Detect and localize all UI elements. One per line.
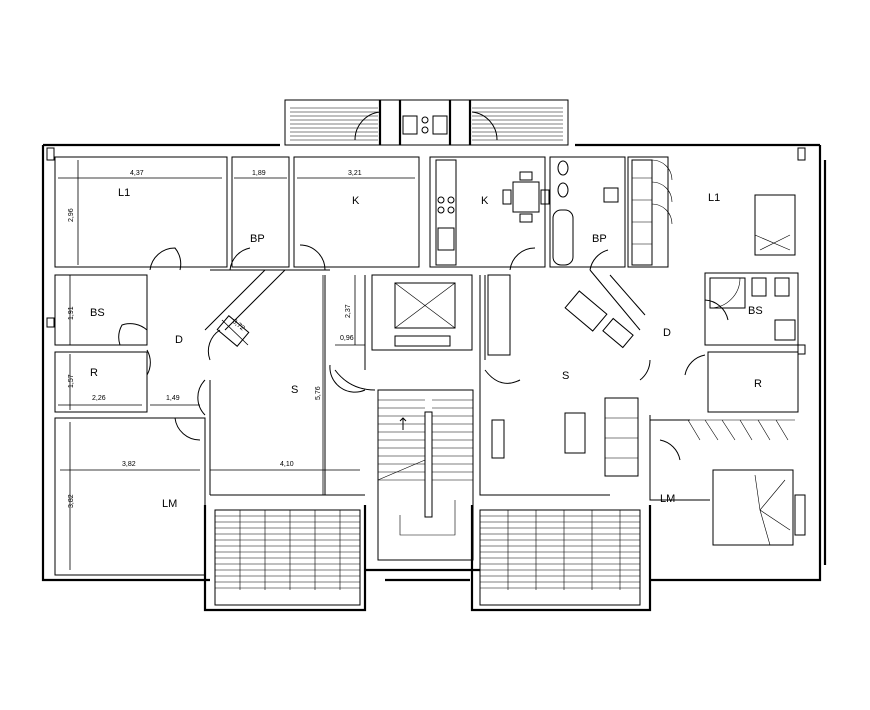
- room-label-r-left: R: [90, 367, 98, 379]
- room-label-l1-left: L1: [118, 187, 130, 199]
- interior-walls-left: [54, 156, 420, 576]
- interior-walls-right: [429, 156, 806, 546]
- dim-label-s-height: 5,76: [315, 386, 322, 400]
- room-label-l1-right: L1: [708, 192, 720, 204]
- dim-label-r-height: 1,57: [68, 374, 75, 388]
- dimension-lines: [58, 160, 415, 570]
- room-label-bp-left: BP: [250, 233, 265, 245]
- dim-label-l1-height: 2,96: [68, 208, 75, 222]
- bath-fixtures: [552, 159, 796, 441]
- room-label-lm-left: LM: [162, 498, 177, 510]
- dim-label-wall-height: 2,37: [345, 304, 352, 318]
- dim-label-k-width: 3,21: [348, 170, 362, 177]
- room-label-s-left: S: [291, 384, 298, 396]
- dim-label-lm-height: 3,82: [68, 494, 75, 508]
- room-label-s-right: S: [562, 370, 569, 382]
- balcony-bottom-right: [479, 509, 641, 606]
- dim-label-s-width: 4,10: [280, 461, 294, 468]
- dim-label-wall-width: 0,96: [340, 335, 354, 342]
- room-label-bp-right: BP: [592, 233, 607, 245]
- dim-label-bs-height: 1,91: [68, 306, 75, 320]
- stair-core: [334, 274, 521, 561]
- dim-label-bp-width: 1,89: [252, 170, 266, 177]
- room-label-r-right: R: [754, 378, 762, 390]
- balcony-top: [290, 107, 563, 141]
- dim-label-l1-width: 4,37: [130, 170, 144, 177]
- room-label-d-left: D: [175, 334, 183, 346]
- room-label-k-right: K: [481, 195, 489, 207]
- dimension-labels: 4,37 1,89 3,21 2,96 1,91 1,57 2,26 1,49 …: [68, 170, 362, 508]
- room-label-d-right: D: [663, 327, 671, 339]
- room-label-lm-right: LM: [660, 493, 675, 505]
- room-label-k-left: K: [352, 195, 360, 207]
- room-labels: L1 BP K K BP L1 BS D R S LM S D BS R LM: [90, 187, 763, 510]
- room-label-bs-left: BS: [90, 307, 105, 319]
- balcony-bottom-left: [214, 509, 361, 606]
- kitchen-fixtures: [435, 159, 550, 266]
- dim-label-r-width: 2,26: [92, 395, 106, 402]
- dim-label-lm-width: 3,82: [122, 461, 136, 468]
- room-label-bs-right: BS: [748, 305, 763, 317]
- dim-label-d-width: 1,49: [166, 395, 180, 402]
